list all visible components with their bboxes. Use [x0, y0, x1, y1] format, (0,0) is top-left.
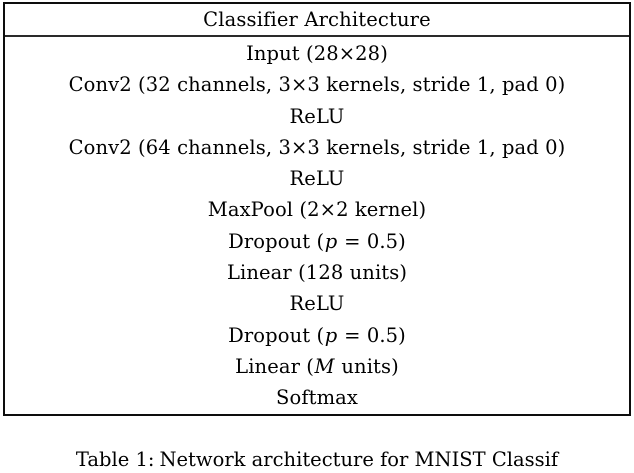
dropout1-variable: p: [324, 229, 338, 253]
table-row-maxpool: MaxPool (2×2 kernel): [207, 198, 427, 222]
architecture-table: Classifier Architecture Input (28×28) Co…: [3, 2, 631, 416]
linear2-prefix: Linear (: [235, 354, 315, 378]
table-row-linear1: Linear (128 units): [226, 261, 408, 285]
table-row-softmax: Softmax: [276, 386, 358, 410]
dropout2-suffix: = 0.5): [337, 323, 406, 347]
table-body: Input (28×28) Conv2 (32 channels, 3×3 ke…: [5, 37, 629, 414]
linear2-suffix: units): [335, 354, 399, 378]
table-row-relu3: ReLU: [289, 292, 345, 316]
table-row-linear2: Linear (M units): [5, 351, 629, 382]
table-row-dropout2: Dropout (p = 0.5): [5, 320, 629, 351]
table-row-input: Input (28×28): [246, 42, 388, 65]
caption-text: Network architecture for MNIST Classif: [159, 448, 559, 471]
dropout2-prefix: Dropout (: [228, 323, 325, 347]
caption-label: Table 1:: [75, 448, 155, 471]
dropout1-suffix: = 0.5): [337, 229, 406, 253]
dropout2-variable: p: [324, 323, 338, 347]
table-row-relu2: ReLU: [289, 167, 345, 191]
table-row-conv1: Conv2 (32 channels, 3×3 kernels, stride …: [68, 73, 566, 97]
linear2-variable: M: [314, 354, 335, 378]
table-row-relu1: ReLU: [289, 104, 345, 128]
table-row-conv2: Conv2 (64 channels, 3×3 kernels, stride …: [68, 135, 566, 159]
dropout1-prefix: Dropout (: [228, 229, 325, 253]
table-row-dropout1: Dropout (p = 0.5): [5, 226, 629, 257]
table-caption: Table 1:Network architecture for MNIST C…: [0, 447, 634, 473]
table-header-classifier-architecture: Classifier Architecture: [5, 4, 629, 37]
